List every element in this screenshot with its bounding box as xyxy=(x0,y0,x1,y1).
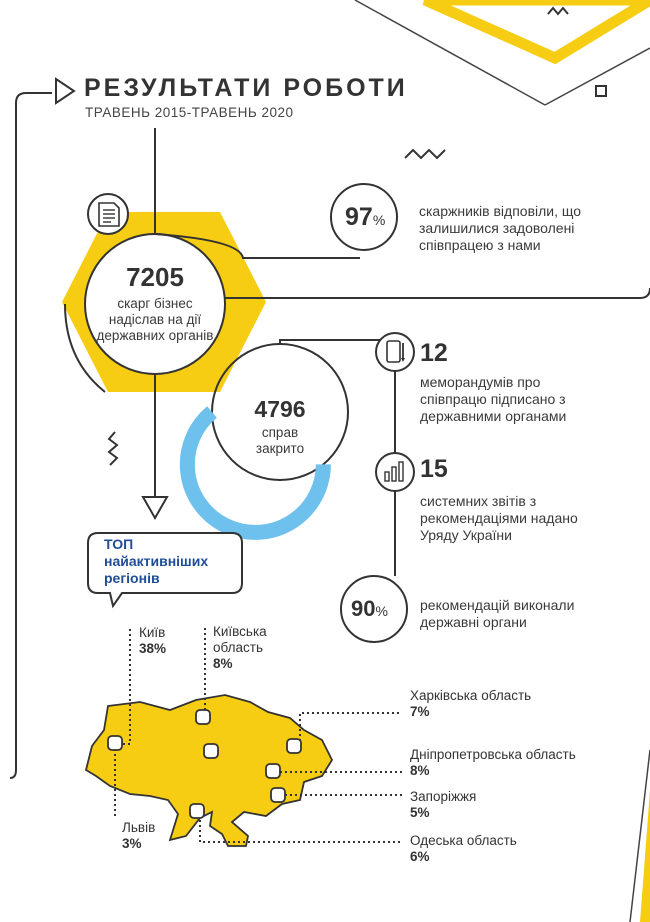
reports-icon-circle xyxy=(375,452,415,492)
bar-chart-icon xyxy=(384,461,404,482)
satisfied-circle xyxy=(330,183,398,251)
marker-dnipro xyxy=(265,763,281,779)
decor-yellow-corner xyxy=(640,790,650,922)
implemented-circle xyxy=(340,575,408,643)
complaints-number: 7205 xyxy=(126,262,184,292)
decor-zigzag xyxy=(547,6,569,16)
region-kharkiv: Харківська область 7% xyxy=(410,688,532,719)
top-regions-bubble xyxy=(87,532,243,609)
closed-number: 4796 xyxy=(254,396,306,422)
decor-square xyxy=(595,85,607,97)
closed-progress-arc xyxy=(179,406,331,540)
connector-arc xyxy=(64,303,106,393)
play-icon xyxy=(55,77,76,105)
arrow-down-icon xyxy=(141,496,169,521)
reports-number: 15 xyxy=(420,455,448,483)
page-title: РЕЗУЛЬТАТИ РОБОТИ xyxy=(84,74,408,102)
marker-kharkiv xyxy=(286,738,302,754)
leader-odesa xyxy=(199,820,402,843)
connector-line xyxy=(154,233,360,259)
decor-zigzag xyxy=(107,431,119,466)
marker-odesa xyxy=(189,803,205,819)
region-lviv: Львів 3% xyxy=(122,820,156,851)
connector-line xyxy=(279,339,380,344)
region-odesa: Одеська область 6% xyxy=(410,833,517,864)
decor-zigzag xyxy=(404,148,446,160)
satisfied-number: 97% xyxy=(345,203,386,231)
frame-line xyxy=(9,92,52,779)
complaints-text: скарг бізнес надіслав на дії державних о… xyxy=(96,296,214,343)
region-kyiv-oblast: Київська область 8% xyxy=(213,624,267,671)
leader-kharkiv xyxy=(299,712,402,741)
decor-line xyxy=(544,47,650,106)
top-regions-label: ТОП найактивніших регіонів xyxy=(104,536,209,586)
region-kyiv: Київ 38% xyxy=(139,625,167,656)
region-zaporizhzhia: Запоріжжя 5% xyxy=(410,789,477,820)
implemented-number: 90% xyxy=(351,596,388,621)
connector-line xyxy=(225,287,650,299)
reports-text: системних звітів з рекомендаціями надано… xyxy=(420,493,578,543)
marker-kyiv-oblast xyxy=(195,709,211,725)
satisfied-text: скаржників відповіли, що залишилися задо… xyxy=(419,203,582,253)
phone-pen-icon xyxy=(386,340,405,363)
marker-lviv xyxy=(107,735,123,751)
memoranda-number: 12 xyxy=(420,339,448,367)
memoranda-icon-circle xyxy=(375,332,415,372)
ukraine-map xyxy=(84,694,334,847)
decor-line xyxy=(629,749,650,922)
closed-text: справ закрито xyxy=(255,425,305,456)
marker-kyiv xyxy=(203,743,219,759)
memoranda-text: меморандумів про співпрацю підписано з д… xyxy=(420,374,567,424)
region-dnipro: Дніпропетровська область 8% xyxy=(410,747,576,778)
decor-line xyxy=(354,0,546,106)
implemented-text: рекомендацій виконали державні органи xyxy=(420,597,575,630)
decor-yellow-triangle xyxy=(422,0,650,65)
page-subtitle: ТРАВЕНЬ 2015-ТРАВЕНЬ 2020 xyxy=(85,105,294,120)
marker-zaporizhzhia xyxy=(270,787,286,803)
document-icon xyxy=(98,202,120,227)
